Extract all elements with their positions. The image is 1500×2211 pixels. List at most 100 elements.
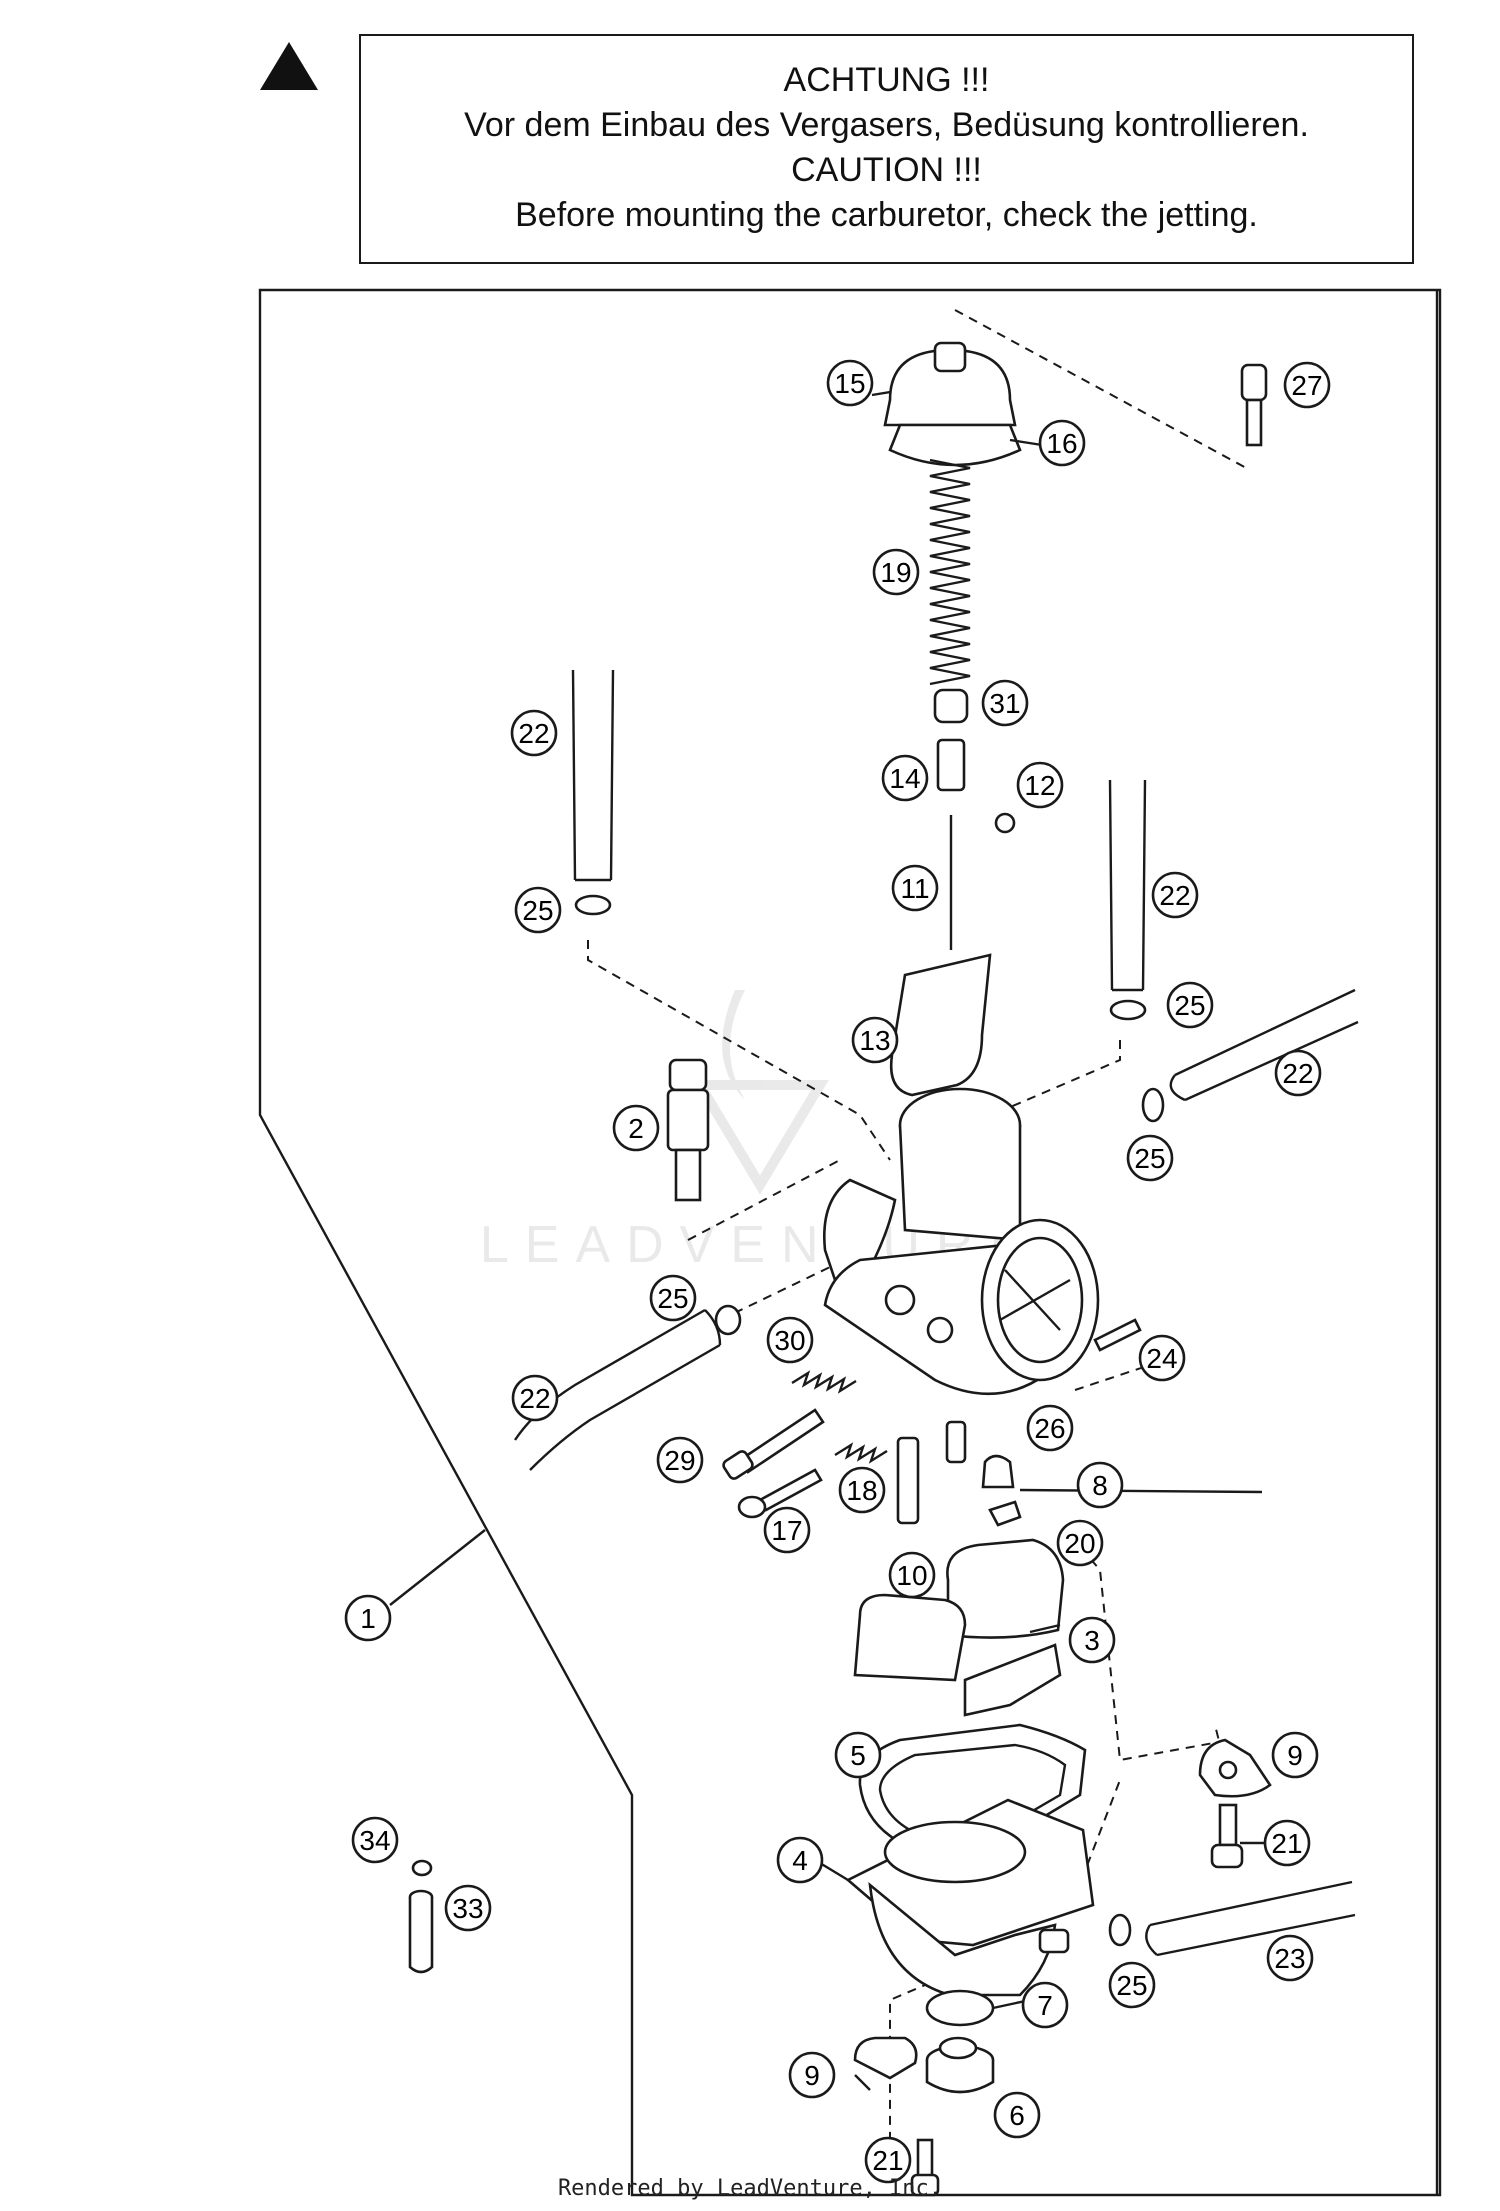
svg-text:19: 19 [880,557,911,588]
callout-10: 10 [888,1551,936,1599]
svg-text:29: 29 [664,1445,695,1476]
callout-23: 23 [1266,1934,1314,1982]
svg-text:27: 27 [1291,370,1322,401]
top-screw [1240,363,1268,447]
vent-tube [1093,1318,1142,1352]
svg-text:31: 31 [989,688,1020,719]
footer-credit: Rendered by LeadVenture, Inc. [557,2176,943,2201]
callout-31: 31 [981,679,1029,727]
callout-12: 12 [1016,761,1064,809]
callout-30: 30 [766,1316,814,1364]
vent-hose-left [571,669,615,882]
callout-25d: 25 [649,1274,697,1322]
drain-hose [1145,1880,1356,1957]
pin [408,1889,434,1974]
lower-plate [853,2036,918,2080]
svg-text:26: 26 [1034,1413,1065,1444]
callout-25c: 25 [1126,1134,1174,1182]
svg-text:25: 25 [1116,1970,1147,2001]
svg-text:22: 22 [518,718,549,749]
callout-22c: 22 [1274,1049,1322,1097]
callouts: 1 2 3 4 5 6 7 8 9 9 10 11 12 13 14 15 16… [344,359,1331,2184]
callout-4: 4 [776,1836,824,1884]
kit-outline [258,288,1442,2197]
caution-heading-de: ACHTUNG !!! [783,61,990,99]
svg-text:21: 21 [872,2145,903,2176]
callout-22b: 22 [1151,871,1199,919]
callout-20: 20 [1056,1519,1104,1567]
pilot-jet [945,1420,967,1464]
callout-17: 17 [763,1506,811,1554]
small-o-ring [411,1859,433,1877]
cover-plate-hole [1218,1760,1238,1780]
lower-screw [910,2138,940,2197]
caution-text-de: Vor dem Einbau des Vergasers, Bedüsung k… [464,106,1309,144]
callout-5: 5 [834,1731,882,1779]
drain-plug [925,2036,995,2094]
carburetor-body [823,1087,1100,1396]
svg-text:13: 13 [859,1025,890,1056]
main-jet [981,1454,1015,1489]
jet-holder-clip [988,1500,1022,1527]
svg-text:5: 5 [850,1740,866,1771]
callout-11: 11 [891,864,939,912]
callout-34: 34 [351,1816,399,1864]
svg-text:2: 2 [628,1113,644,1144]
hose-clamp [1108,1913,1132,1947]
svg-text:23: 23 [1274,1943,1305,1974]
hose-clamp [574,894,612,916]
svg-text:12: 12 [1024,770,1055,801]
hose-clamp [1141,1087,1165,1123]
caution-notice: ACHTUNG !!! Vor dem Einbau des Vergasers… [359,34,1414,264]
callout-16: 16 [1038,419,1086,467]
svg-text:22: 22 [1159,880,1190,911]
hose-clamp [1109,999,1147,1021]
air-screw [737,1468,823,1519]
float-bowl-gasket-inner [878,1743,1067,1837]
callout-8: 8 [1076,1461,1124,1509]
svg-text:11: 11 [900,873,929,904]
callout-22a: 22 [510,709,558,757]
needle-clip [994,812,1016,834]
hose-clamp [714,1304,742,1336]
callout-27: 27 [1283,361,1331,409]
air-screw-spring [834,1442,888,1464]
needle-clip-holder [936,738,966,792]
idle-screw-spring [791,1370,857,1394]
callout-13: 13 [851,1016,899,1064]
choke-plunger [666,1058,710,1202]
svg-text:1: 1 [360,1603,376,1634]
svg-text:18: 18 [846,1475,877,1506]
callout-21a: 21 [1263,1819,1311,1867]
svg-text:6: 6 [1009,2100,1025,2131]
overflow-hose-right [1169,988,1359,1102]
svg-text:10: 10 [896,1560,927,1591]
svg-text:9: 9 [804,2060,820,2091]
svg-text:14: 14 [889,763,920,794]
svg-text:34: 34 [359,1825,390,1856]
callout-19: 19 [872,548,920,596]
callout-26: 26 [1026,1404,1074,1452]
cover-screw [1210,1803,1244,1869]
needle-jet [896,1436,920,1525]
throttle-valve [889,953,992,1097]
svg-text:4: 4 [792,1845,808,1876]
callout-25e: 25 [1108,1961,1156,2009]
callout-2: 2 [612,1104,660,1152]
svg-text:16: 16 [1046,428,1077,459]
caution-heading-en: CAUTION !!! [791,151,982,189]
idle-screw [722,1408,825,1480]
svg-text:15: 15 [834,368,865,399]
callout-33: 33 [444,1884,492,1932]
svg-text:21: 21 [1271,1828,1302,1859]
float [853,1538,1065,1717]
callout-18: 18 [838,1466,886,1514]
callout-29: 29 [656,1436,704,1484]
throttle-spring [929,458,971,686]
svg-text:7: 7 [1037,1990,1053,2021]
callout-25b: 25 [1166,981,1214,1029]
svg-text:8: 8 [1092,1470,1108,1501]
warning-triangle-icon [260,42,318,90]
